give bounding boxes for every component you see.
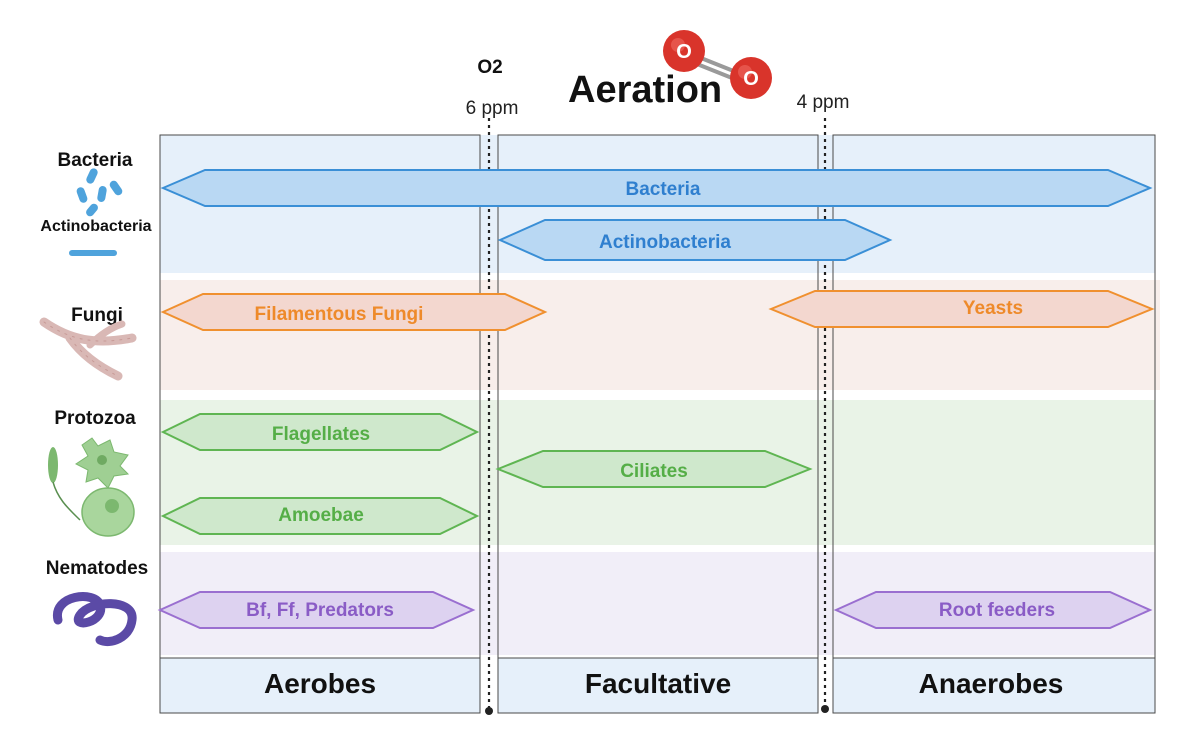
flagellates-range: Flagellates xyxy=(160,413,480,451)
aerobic-nematodes-range-label: Bf, Ff, Predators xyxy=(246,600,394,621)
filamentous-fungi-range-label: Filamentous Fungi xyxy=(255,304,424,325)
fungi-group-label: Fungi xyxy=(71,305,123,326)
bacteria-range: Bacteria xyxy=(160,169,1153,207)
actinobacteria-range-arrow xyxy=(497,219,893,261)
o2-label: O2 xyxy=(477,57,502,78)
amoebae-range: Amoebae xyxy=(160,497,480,535)
actinobacteria-icon xyxy=(69,250,117,256)
six-ppm-label: 6 ppm xyxy=(466,98,519,119)
protozoa-group-label: Protozoa xyxy=(54,408,136,429)
bacteria-range-arrow xyxy=(160,169,1153,207)
band-layer xyxy=(160,135,1160,655)
aerobic-nematodes-range: Bf, Ff, Predators xyxy=(157,591,476,629)
four-ppm-threshold-dot xyxy=(821,705,829,713)
filamentous-fungi-range-arrow xyxy=(160,293,548,331)
bacteria-range-label: Bacteria xyxy=(626,179,701,200)
actinobacteria-range-label: Actinobacteria xyxy=(599,232,731,253)
aeration-title: Aeration xyxy=(568,69,722,111)
six-ppm-threshold-dot xyxy=(485,707,493,715)
actinobacteria-group-label: Actinobacteria xyxy=(40,218,151,235)
filamentous-fungi-range: Filamentous Fungi xyxy=(160,293,548,331)
column-labels: Aerobes Facultative Anaerobes xyxy=(264,668,1063,699)
protozoa-icon xyxy=(48,437,135,537)
yeasts-range: Yeasts xyxy=(768,290,1155,328)
amoebae-range-arrow xyxy=(160,497,480,535)
column-label-boxes xyxy=(159,657,1156,714)
facultative-label: Facultative xyxy=(585,668,731,699)
nematode-icon xyxy=(53,592,137,647)
root-feeders-range-label: Root feeders xyxy=(939,600,1055,621)
ciliates-range: Ciliates xyxy=(495,450,813,488)
header: O2 6 ppm 4 ppm Aeration O O xyxy=(466,30,850,119)
anaerobes-label: Anaerobes xyxy=(919,668,1064,699)
root-feeders-range: Root feeders xyxy=(833,591,1153,629)
flagellates-range-arrow xyxy=(160,413,480,451)
facultative-label-box xyxy=(497,657,819,714)
bacteria-icon xyxy=(76,168,123,217)
fungi-hyphae-icon xyxy=(39,317,137,381)
amoebae-range-label: Amoebae xyxy=(278,505,364,526)
aerobes-label: Aerobes xyxy=(264,668,376,699)
bacteria-group-label: Bacteria xyxy=(58,150,133,171)
yeasts-range-arrow xyxy=(768,290,1155,328)
ciliates-range-label: Ciliates xyxy=(620,461,688,482)
actinobacteria-range: Actinobacteria xyxy=(497,219,893,261)
yeasts-range-label: Yeasts xyxy=(963,298,1023,319)
oxygen-molecule-icon: O O xyxy=(663,30,772,99)
svg-text:O: O xyxy=(676,41,692,63)
ciliates-range-arrow xyxy=(495,450,813,488)
aerobes-label-box xyxy=(159,657,481,714)
aerobic-nematodes-range-arrow xyxy=(157,591,476,629)
flagellates-range-label: Flagellates xyxy=(272,424,370,445)
group-labels: Bacteria Actinobacteria Fungi Protozoa N… xyxy=(40,150,151,579)
root-feeders-range-arrow xyxy=(833,591,1153,629)
four-ppm-label: 4 ppm xyxy=(797,92,850,113)
nematodes-group-label: Nematodes xyxy=(46,558,148,579)
svg-text:O: O xyxy=(743,68,759,90)
anaerobes-label-box xyxy=(832,657,1156,714)
threshold-lines xyxy=(485,118,829,715)
